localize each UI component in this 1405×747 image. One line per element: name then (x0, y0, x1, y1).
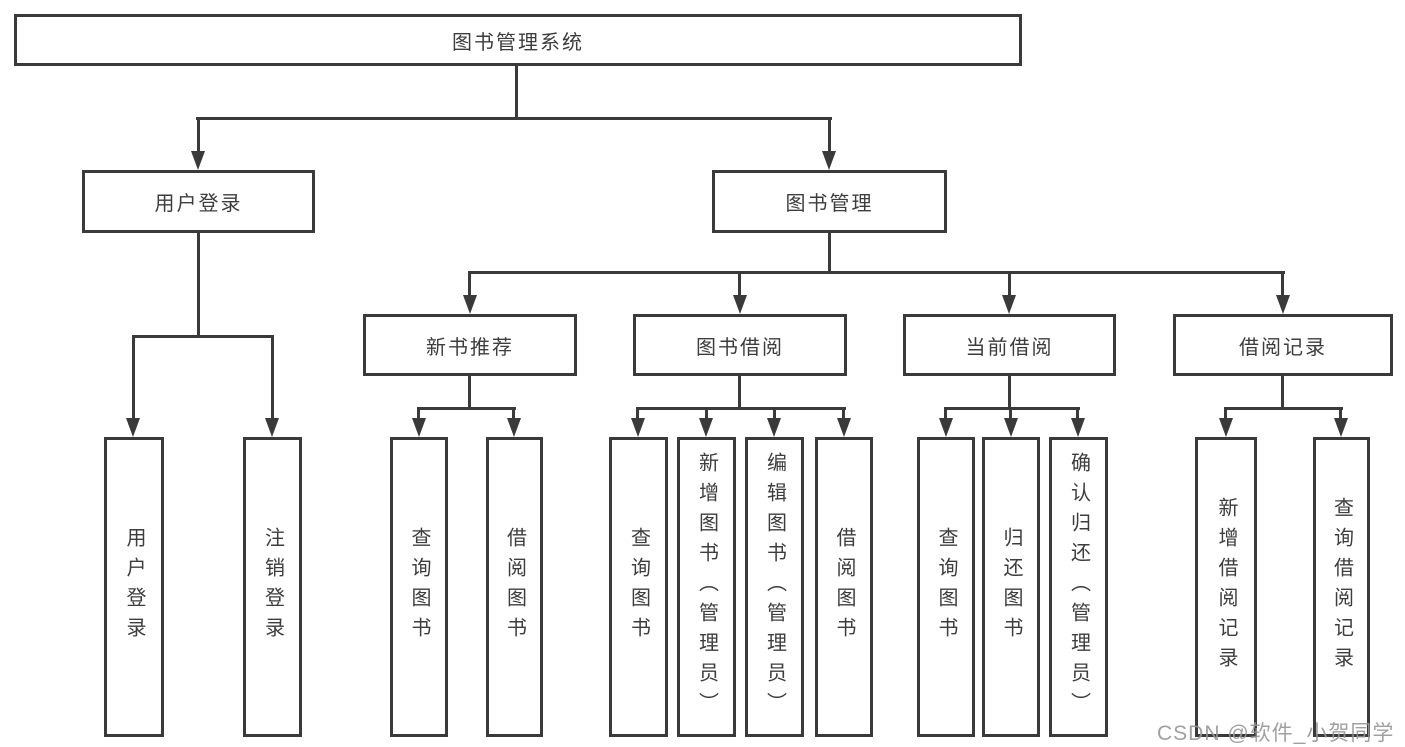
node-label: 查询借阅记录 (1330, 497, 1353, 677)
leaf-borrow-books-recommend: 借阅图书 (486, 437, 543, 737)
arrow-down-icon (767, 418, 781, 437)
leaf-edit-book-admin: 编辑图书（管理员） (745, 437, 804, 737)
node-label: 用户登录 (154, 193, 243, 215)
node-label: 新增借阅记录 (1215, 497, 1237, 677)
connector-drop-leaf (773, 407, 776, 421)
connector-section4-stem (1281, 376, 1284, 410)
node-label: 当前借阅 (965, 336, 1054, 359)
leaf-logout: 注销登录 (243, 437, 302, 737)
node-library-management-system: 图书管理系统 (14, 14, 1022, 66)
connector-drop-leaf (271, 335, 274, 420)
node-new-book-recommendation: 新书推荐 (363, 314, 577, 376)
node-label: 借阅记录 (1239, 336, 1327, 359)
watermark: CSDN @软件_小贺同学 (1157, 722, 1395, 745)
node-book-management: 图书管理 (712, 170, 947, 233)
leaf-return-book: 归还图书 (982, 437, 1040, 737)
connector-drop-leaf (705, 407, 708, 421)
arrow-down-icon (1276, 295, 1290, 314)
leaf-query-books-borrowing: 查询图书 (609, 437, 668, 737)
connector-section4-hline (1224, 407, 1343, 410)
node-label: 用户登录 (123, 527, 145, 647)
leaf-user-login: 用户登录 (104, 437, 164, 737)
connector-management-stem (828, 233, 831, 274)
connector-section2-hline (637, 407, 846, 410)
connector-drop-leaf (842, 407, 845, 421)
connector-drop-leaf (1009, 407, 1012, 421)
arrow-down-icon (191, 151, 205, 170)
connector-login-stem (197, 233, 200, 338)
connector-section1-stem (468, 376, 471, 410)
arrow-down-icon (1334, 418, 1348, 437)
arrow-down-icon (412, 418, 426, 437)
connector-drop-section (738, 271, 741, 298)
arrow-down-icon (1219, 418, 1233, 437)
arrow-down-icon (463, 295, 477, 314)
node-user-login: 用户登录 (82, 170, 315, 233)
node-label: 归还图书 (1000, 527, 1022, 647)
arrow-down-icon (939, 418, 953, 437)
node-current-borrowing: 当前借阅 (903, 314, 1116, 376)
connector-root-hline (196, 117, 832, 120)
connector-drop-leaf (132, 335, 135, 420)
arrow-down-icon (822, 151, 836, 170)
node-label: 编辑图书（管理员） (763, 452, 786, 722)
connector-root-stem (515, 66, 518, 120)
leaf-add-book-admin: 新增图书（管理员） (677, 437, 736, 737)
node-book-borrowing: 图书借阅 (633, 314, 847, 376)
node-label: 确认归还（管理员） (1067, 452, 1090, 722)
connector-drop-leaf (417, 407, 420, 421)
connector-drop-management (828, 117, 831, 153)
connector-drop-section (468, 271, 471, 298)
connector-management-hline (468, 271, 1285, 274)
node-label: 借阅图书 (503, 527, 526, 647)
node-label: 查询图书 (627, 527, 650, 647)
node-label: 图书管理 (785, 193, 874, 215)
connector-drop-leaf (1339, 407, 1342, 421)
leaf-query-books-current: 查询图书 (917, 437, 975, 737)
arrow-down-icon (1002, 295, 1016, 314)
connector-section3-hline (944, 407, 1080, 410)
arrow-down-icon (733, 295, 747, 314)
leaf-add-borrow-record: 新增借阅记录 (1195, 437, 1257, 737)
connector-drop-section (1008, 271, 1011, 298)
node-label: 查询图书 (408, 527, 430, 647)
arrow-down-icon (507, 418, 521, 437)
node-label: 借阅图书 (833, 527, 855, 647)
connector-drop-leaf (636, 407, 639, 421)
leaf-confirm-return-admin: 确认归还（管理员） (1049, 437, 1108, 737)
arrow-down-icon (699, 418, 713, 437)
connector-login-hline (132, 335, 274, 338)
arrow-down-icon (126, 418, 140, 437)
connector-drop-leaf (1076, 407, 1079, 421)
leaf-query-books-recommend: 查询图书 (390, 437, 448, 737)
connector-drop-leaf (944, 407, 947, 421)
connector-drop-section (1281, 271, 1284, 298)
node-label: 查询图书 (935, 527, 957, 647)
leaf-borrow-books-borrowing: 借阅图书 (815, 437, 873, 737)
connector-drop-leaf (512, 407, 515, 421)
node-label: 注销登录 (261, 527, 284, 647)
leaf-query-borrow-record: 查询借阅记录 (1313, 437, 1370, 737)
node-borrowing-records: 借阅记录 (1173, 314, 1393, 376)
connector-drop-login (197, 117, 200, 153)
arrow-down-icon (1071, 418, 1085, 437)
arrow-down-icon (631, 418, 645, 437)
node-label: 图书借阅 (696, 336, 784, 359)
arrow-down-icon (837, 418, 851, 437)
node-label: 图书管理系统 (452, 31, 584, 54)
connector-section1-hline (417, 407, 516, 410)
arrow-down-icon (1004, 418, 1018, 437)
arrow-down-icon (265, 418, 279, 437)
connector-section2-stem (738, 376, 741, 410)
node-label: 新书推荐 (426, 336, 514, 359)
node-label: 新增图书（管理员） (695, 452, 718, 722)
connector-section3-stem (1008, 376, 1011, 410)
connector-drop-leaf (1224, 407, 1227, 421)
